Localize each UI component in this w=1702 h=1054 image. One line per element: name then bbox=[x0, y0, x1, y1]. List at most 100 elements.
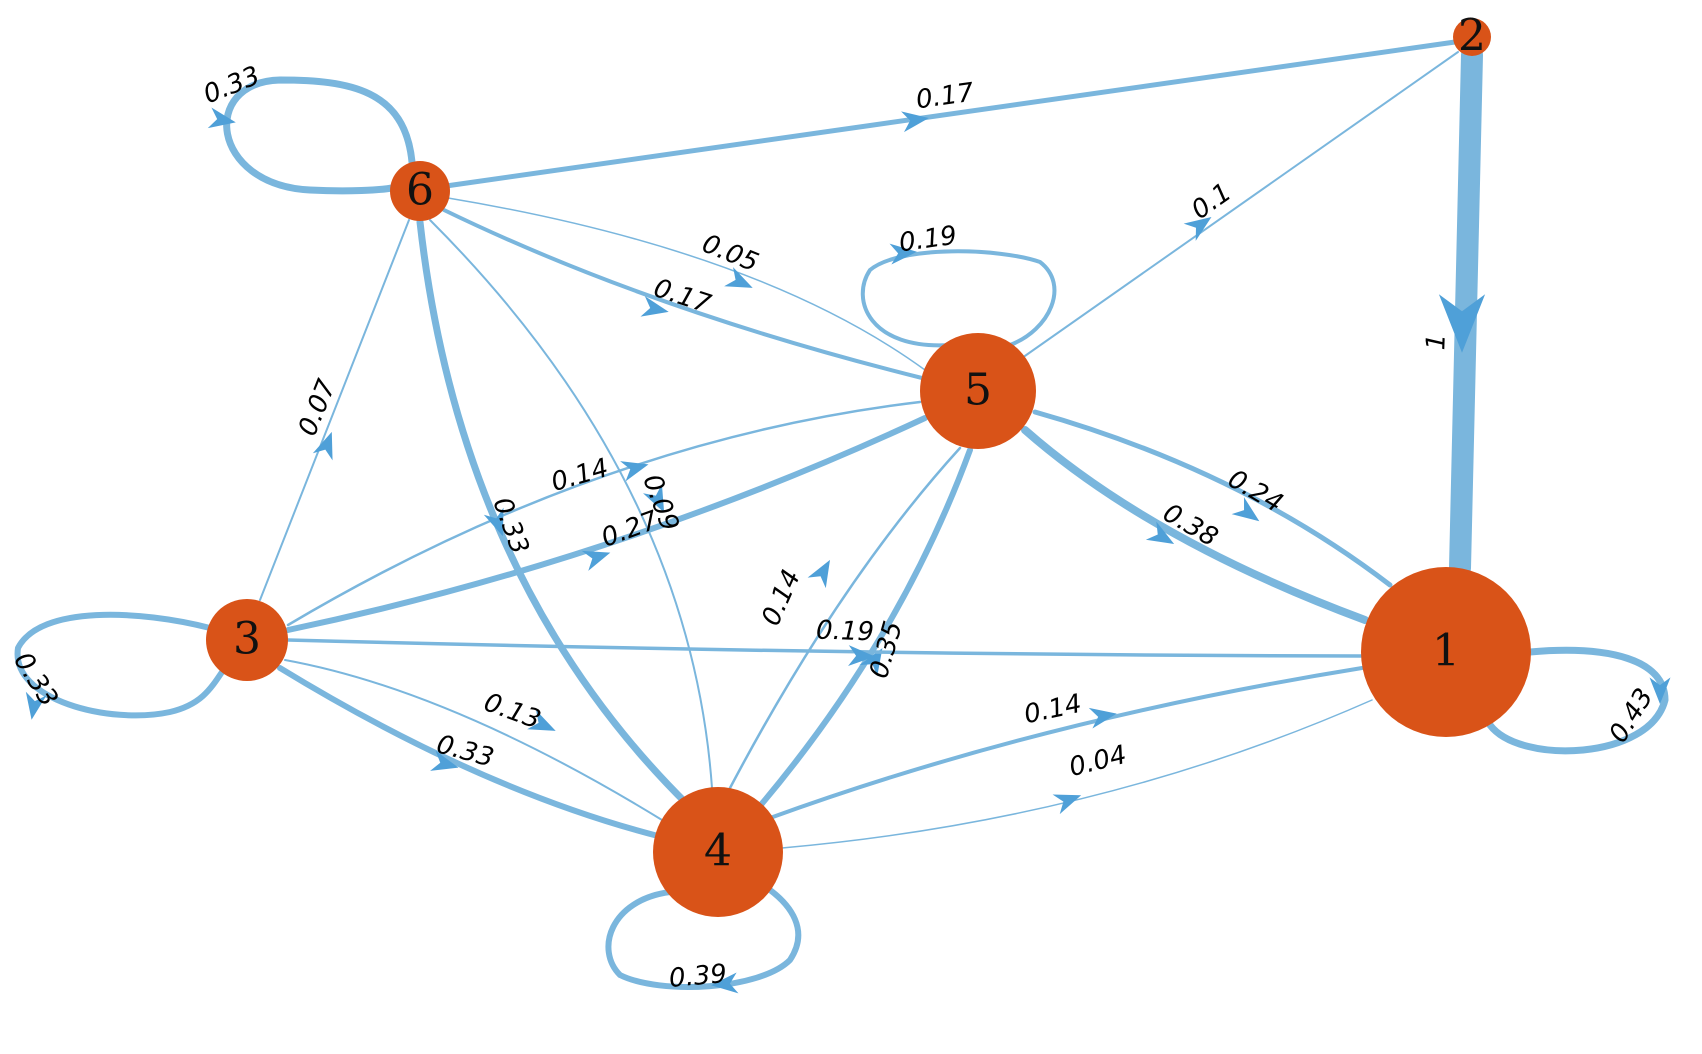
edge-line bbox=[768, 666, 1364, 820]
edge-weight-label: 0.1 bbox=[1186, 177, 1237, 225]
edge-label-layer: 10.170.10.240.380.050.170.070.140.270.33… bbox=[7, 61, 1659, 994]
edge-6-to-4 bbox=[416, 218, 692, 809]
edge-line bbox=[443, 39, 1458, 189]
edge-line bbox=[14, 611, 225, 719]
node-label: 5 bbox=[964, 365, 992, 416]
node-4: 4 bbox=[653, 787, 783, 917]
edge-4-to-5 bbox=[757, 447, 973, 809]
arrow-head-icon bbox=[430, 750, 459, 771]
arrow-head-icon bbox=[483, 507, 504, 537]
node-circle bbox=[1453, 18, 1491, 56]
edge-line bbox=[605, 887, 802, 990]
node-circle bbox=[1361, 567, 1531, 737]
edge-2-to-1 bbox=[1438, 44, 1486, 579]
edge-1-to-5 bbox=[1032, 409, 1393, 588]
node-5: 5 bbox=[920, 333, 1036, 449]
edge-6-to-5 bbox=[442, 208, 924, 380]
arrow-head-icon bbox=[1145, 521, 1175, 544]
node-label: 2 bbox=[1458, 11, 1486, 62]
edge-5-to-1 bbox=[1021, 426, 1369, 624]
node-3: 3 bbox=[206, 599, 288, 681]
node-label: 4 bbox=[704, 826, 732, 877]
edge-3-to-5 bbox=[285, 415, 928, 633]
edge-5-to-4 bbox=[728, 446, 962, 790]
edge-line bbox=[1032, 409, 1393, 588]
arrow-head-icon bbox=[889, 243, 917, 265]
edge-4-to-3 bbox=[284, 659, 663, 821]
edge-weight-label: 0.14 bbox=[756, 565, 807, 630]
node-layer: 1 2 3 4 5 6 bbox=[206, 11, 1531, 917]
edge-line bbox=[442, 208, 924, 380]
edge-weight-label: 0.19 bbox=[816, 615, 875, 647]
node-label: 6 bbox=[406, 165, 434, 216]
arrow-head-icon bbox=[643, 484, 665, 513]
edge-line bbox=[286, 400, 922, 627]
node-6: 6 bbox=[390, 161, 450, 221]
edge-3-to-4 bbox=[277, 665, 661, 839]
edge-4-to-1 bbox=[781, 699, 1373, 849]
edge-weight-label: 0.04 bbox=[1066, 740, 1129, 783]
arrow-head-icon bbox=[859, 648, 883, 677]
node-1: 1 bbox=[1361, 567, 1531, 737]
arrow-head-icon bbox=[25, 691, 47, 720]
edge-line bbox=[285, 415, 928, 633]
edge-6-to-2 bbox=[443, 39, 1458, 189]
edge-line bbox=[781, 699, 1373, 849]
edge-line bbox=[1021, 426, 1369, 624]
edge-4-to-4 bbox=[605, 887, 802, 994]
edge-5-to-3 bbox=[286, 400, 922, 627]
edge-line bbox=[284, 659, 663, 821]
edge-line bbox=[728, 446, 962, 790]
edge-line bbox=[259, 219, 410, 601]
arrow-head-icon bbox=[1088, 707, 1117, 729]
edge-6-to-4 bbox=[429, 219, 713, 789]
edge-weight-label: 0.05 bbox=[698, 229, 763, 279]
edge-line bbox=[277, 665, 661, 839]
node-2: 2 bbox=[1453, 11, 1491, 62]
edge-line bbox=[223, 76, 416, 195]
node-label: 1 bbox=[1432, 626, 1460, 677]
edge-line bbox=[757, 447, 973, 809]
edge-6-to-6 bbox=[207, 76, 416, 195]
edge-layer bbox=[14, 39, 1671, 994]
edge-weight-label: 0.43 bbox=[1604, 683, 1660, 748]
edge-weight-label: 0.14 bbox=[548, 453, 612, 498]
arrow-head-icon bbox=[1649, 677, 1671, 704]
edge-3-to-6 bbox=[259, 219, 410, 601]
arrow-head-icon bbox=[1052, 794, 1082, 815]
arrow-head-icon bbox=[901, 111, 929, 133]
arrow-head-icon bbox=[207, 107, 236, 129]
edge-6-to-5 bbox=[447, 197, 926, 371]
arrow-head-icon bbox=[640, 296, 669, 317]
arrow-head-icon bbox=[848, 645, 875, 667]
edge-line bbox=[416, 218, 692, 809]
edge-line bbox=[447, 197, 926, 371]
edge-line bbox=[429, 219, 713, 789]
node-circle bbox=[206, 599, 288, 681]
arrow-head-icon bbox=[620, 461, 649, 482]
edge-weight-label: 0.13 bbox=[480, 688, 545, 736]
edge-line bbox=[1486, 646, 1669, 755]
edge-weight-label: 0.39 bbox=[668, 959, 728, 994]
arrow-head-icon bbox=[312, 431, 333, 461]
edge-5-to-2 bbox=[1021, 51, 1459, 359]
edge-5-to-5 bbox=[860, 243, 1057, 348]
arrow-head-icon bbox=[1438, 294, 1486, 353]
arrow-head-icon bbox=[1183, 216, 1212, 241]
arrow-head-icon bbox=[527, 710, 556, 731]
edge-line bbox=[1021, 51, 1459, 359]
arrow-head-icon bbox=[711, 972, 739, 994]
edge-weight-label: 1 bbox=[1421, 333, 1452, 351]
edge-line bbox=[286, 638, 1364, 658]
edge-3-to-3 bbox=[14, 611, 225, 720]
arrow-head-icon bbox=[581, 550, 611, 571]
node-circle bbox=[390, 161, 450, 221]
arrow-head-icon bbox=[724, 267, 753, 288]
edge-3-to-1 bbox=[286, 638, 1364, 667]
edge-line bbox=[860, 249, 1057, 348]
node-circle bbox=[653, 787, 783, 917]
edge-1-to-4 bbox=[768, 666, 1364, 820]
arrow-head-icon bbox=[1231, 497, 1260, 522]
arrow-head-icon bbox=[807, 559, 830, 589]
